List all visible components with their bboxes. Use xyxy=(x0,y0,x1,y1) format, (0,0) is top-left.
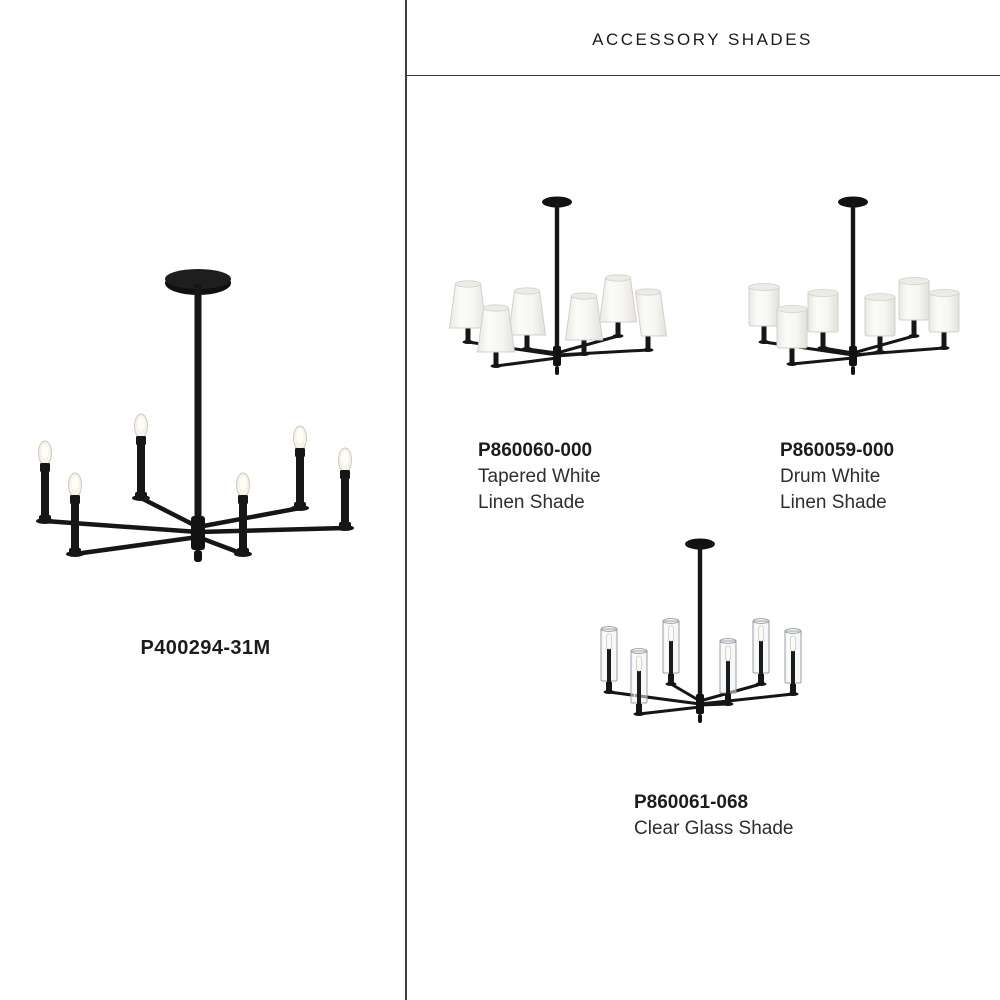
clear-glass-shade xyxy=(719,638,737,706)
clear-glass-chandelier-photo xyxy=(600,538,802,723)
drum-shade xyxy=(807,289,839,350)
tapered-shade xyxy=(634,288,668,352)
accessory-code: P860059-000 xyxy=(780,440,895,461)
center-hub xyxy=(553,346,561,375)
accessory-description-line1: Drum White xyxy=(780,466,881,487)
accessory-clear-glass-shade: P860061-068 Clear Glass Shade xyxy=(565,530,835,842)
drum-shade xyxy=(776,305,808,366)
candle-light xyxy=(234,472,252,557)
accessory-tapered-linen-shade: P860060-000 Tapered White Linen Shade xyxy=(432,188,682,516)
accessory-description-line1: Tapered White xyxy=(478,466,601,487)
accessory-code: P860061-068 xyxy=(634,792,749,813)
downrod xyxy=(554,203,560,353)
main-product-code: P400294-31M xyxy=(140,637,271,659)
main-product: P400294-31M xyxy=(18,256,393,660)
tapered-shade xyxy=(598,274,638,338)
accessory-description-line2: Linen Shade xyxy=(478,492,585,513)
candle-light xyxy=(66,472,84,557)
candle-light xyxy=(36,440,54,524)
candle-light xyxy=(291,425,309,511)
clear-glass-shade xyxy=(630,648,648,716)
accessory-shades-title: ACCESSORY SHADES xyxy=(592,30,813,49)
drum-shade xyxy=(928,289,960,350)
vertical-divider xyxy=(405,0,407,1000)
chandelier-arms xyxy=(42,495,348,557)
candle-light xyxy=(336,447,354,531)
center-hub xyxy=(696,694,704,723)
chandelier-photo xyxy=(36,269,354,562)
tapered-shade xyxy=(564,292,604,356)
tapered-shade xyxy=(507,287,547,351)
clear-glass-shade xyxy=(784,628,802,696)
tapered-shade xyxy=(476,304,516,368)
downrod xyxy=(194,284,202,524)
ceiling-canopy xyxy=(542,196,572,208)
tapered-shade-chandelier-photo xyxy=(448,196,668,375)
clear-glass-shade xyxy=(600,626,618,694)
accessory-code: P860060-000 xyxy=(478,440,593,461)
ceiling-canopy xyxy=(165,269,231,295)
drum-shade xyxy=(864,293,896,354)
horizontal-divider xyxy=(407,75,1000,76)
accessory-description-line1: Clear Glass Shade xyxy=(634,818,794,839)
clear-glass-shade xyxy=(752,618,770,686)
ceiling-canopy xyxy=(838,196,868,208)
accessory-drum-linen-shade: P860059-000 Drum White Linen Shade xyxy=(728,188,978,516)
center-hub xyxy=(849,346,857,375)
accessory-description-line2: Linen Shade xyxy=(780,492,887,513)
drum-shade xyxy=(748,283,780,344)
ceiling-canopy xyxy=(685,538,715,550)
candle-light xyxy=(132,413,150,501)
tapered-shade xyxy=(448,280,488,344)
drum-shade-chandelier-photo xyxy=(748,196,960,375)
downrod xyxy=(697,545,703,697)
clear-glass-shade xyxy=(662,618,680,686)
center-hub xyxy=(191,516,205,562)
downrod xyxy=(850,203,856,353)
drum-shade xyxy=(898,277,930,338)
